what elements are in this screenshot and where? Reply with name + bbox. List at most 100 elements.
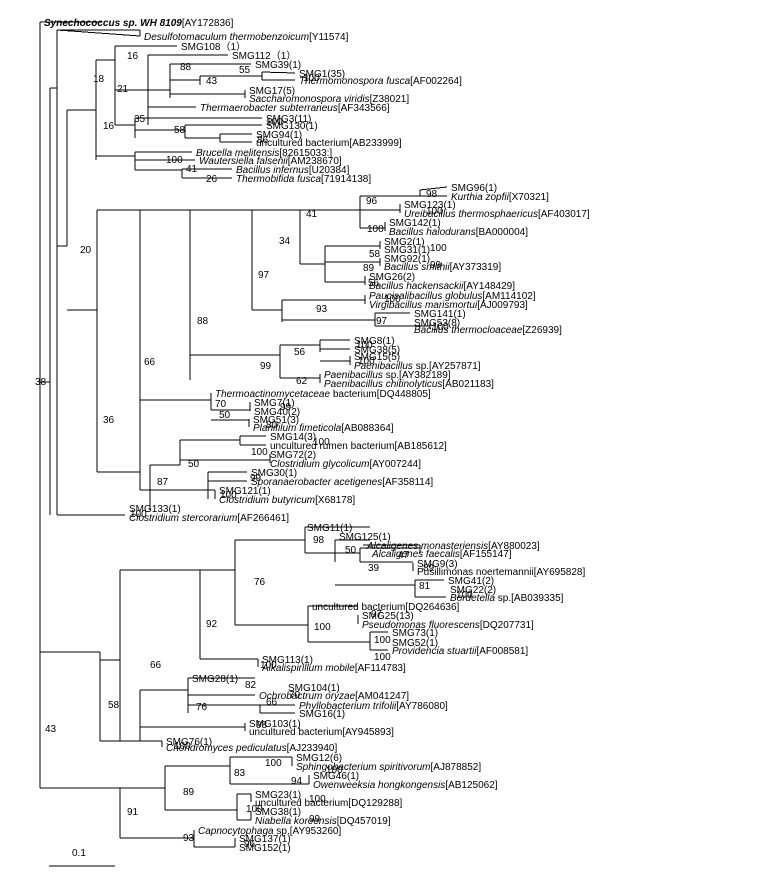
taxon-name: Paucisalibacillus globulus [369,291,482,302]
bootstrap-value: 16 [127,51,139,62]
leaf-labels: Synechococcus sp. WH 8109[AY172836]Desul… [44,18,590,854]
leaf-label: Niabella koreensis[DQ457019] [255,816,391,827]
taxon-name: uncultured rumen bacterium [270,441,395,452]
taxon-name: SMG22(2) [450,585,496,596]
taxon-name: Paenibacillus [354,361,413,372]
bootstrap-value: 55 [239,65,251,76]
bootstrap-value: 93 [183,833,195,844]
leaf-label: SMG92(1) [384,254,430,265]
leaf-label: SMG1(35) [299,69,345,80]
leaf-label: SMG25(13) [362,611,414,622]
taxon-name: uncultured bacterium [312,602,405,613]
taxon-name: SMG30(1) [251,468,297,479]
leaf-label: SMG22(2) [450,585,496,596]
bootstrap-value: 100 [220,490,237,501]
taxon-name: uncultured bacterium [256,138,349,149]
taxon-name: SMG73(1) [392,628,438,639]
taxon-name: SMG28(1) [192,674,238,685]
leaf-label: SMG40(2) [254,407,300,418]
bootstrap-value: 66 [266,697,278,708]
bootstrap-value: 99 [309,814,321,825]
taxon-name: Clostridium butyricum [219,495,315,506]
accession: [AM238670] [288,156,342,167]
bootstrap-value: 96 [244,839,256,850]
bootstrap-value: 100 [374,652,391,663]
bootstrap-value: 34 [279,236,291,247]
bootstrap-value: 43 [206,76,218,87]
bootstrap-value: 100 [432,322,449,333]
taxon-name: SMG38(5) [354,345,400,356]
bootstrap-value: 100 [384,294,401,305]
accession: [BA000004] [476,227,528,238]
taxon-name: SMG26(2) [369,272,415,283]
leaf-label: SMG14(3) [270,432,316,443]
scale-bar-label: 0.1 [72,848,86,859]
bootstrap-value: 26 [206,174,218,185]
taxon-name: Bordetella [450,593,495,604]
bootstrap-value: 83 [234,768,246,779]
bootstrap-value: 47 [398,550,410,561]
bootstrap-value: 92 [206,619,218,630]
taxon-name: Thermobifida fusca [236,174,321,185]
bootstrap-value: 20 [80,245,92,256]
bootstrap-value: 99 [280,402,292,413]
taxon-name: SMG3(11) [266,114,311,125]
taxon-name: Brucella melitensis [196,148,279,159]
taxon-name: SMG39(1) [255,60,301,71]
taxon-name: Pusillimonas noertemannii [417,567,534,578]
leaf-label: SMG123(1) [404,200,456,211]
accession: sp.[AY953260] [274,826,342,837]
taxon-name: Sporanaerobacter acetigenes [251,477,382,488]
taxon-name: SMG137(1) [239,834,291,845]
accession: [AF403017] [538,209,590,220]
bootstrap-value: 88 [197,316,209,327]
accession: [AJ878852] [431,762,482,773]
taxon-name: SMG94(1) [256,130,302,141]
taxon-name: Bacillus halodurans [389,227,476,238]
bootstrap-value: 89 [183,787,195,798]
taxon-name: Chondromyces pediculatus [166,743,287,754]
taxon-name: SMG123(1) [404,200,456,211]
bootstrap-value: 66 [144,357,156,368]
taxon-name: Owenweeksia hongkongensis [313,780,445,791]
leaf-label: Pseudomonas fluorescens[DQ207731] [362,620,534,631]
accession: [AY786080] [396,701,448,712]
taxon-name: Planifilum fimeticola [253,423,342,434]
taxon-name: Niabella koreensis [255,816,337,827]
taxon-name: Kurthia zopfii [451,192,510,203]
bootstrap-value: 56 [368,278,380,289]
leaf-label: Alcaligenes monasteriensis[AY880023] [366,541,540,552]
leaf-label: Ureibacillus thermosphaericus[AF403017] [404,209,590,220]
taxon-name: Ochrobactrum oryzae [259,691,356,702]
leaf-label: SMG52(1) [392,638,438,649]
bootstrap-value: 100 [260,660,277,671]
bootstrap-value: 93 [316,304,328,315]
leaf-label: SMG12(6) [296,753,342,764]
leaf-label: Paucisalibacillus globulus[AM114102] [369,291,536,302]
bootstrap-value: 50 [345,545,357,556]
leaf-label: SMG152(1) [239,843,291,854]
leaf-label: SMG31(1) [384,245,430,256]
bootstrap-value: 99 [250,473,262,484]
taxon-name: SMG23(1) [255,790,301,801]
taxon-name: SMG14(3) [270,432,316,443]
taxon-name: Paenibacillus chitinolyticus [324,379,442,390]
taxon-name: SMG76(1) [166,737,212,748]
bootstrap-value: 62 [296,376,308,387]
leaf-label: Brucella melitensis[82615033:] [196,148,332,159]
leaf-label: Phyllobacterium trifolii[AY786080] [299,701,448,712]
bootstrap-value: 100 [309,794,326,805]
bootstrap-value: 100 [356,340,373,351]
leaf-label: SMG141(1) [414,309,466,320]
leaf-label: Clostridium butyricum[X68178] [219,495,355,506]
taxon-name: SMG12(6) [296,753,342,764]
accession: [82615033:] [279,148,332,159]
bootstrap-value: 100 [426,206,443,217]
leaf-label: Wautersiella falsenii[AM238670] [199,156,342,167]
bootstrap-value: 100 [374,635,391,646]
bootstrap-value: 99 [430,260,442,271]
leaf-label: SMG94(1) [256,130,302,141]
leaf-label: Pusillimonas noertemannii[AY695828] [417,567,585,578]
leaf-label: SMG130(1) [266,121,318,132]
